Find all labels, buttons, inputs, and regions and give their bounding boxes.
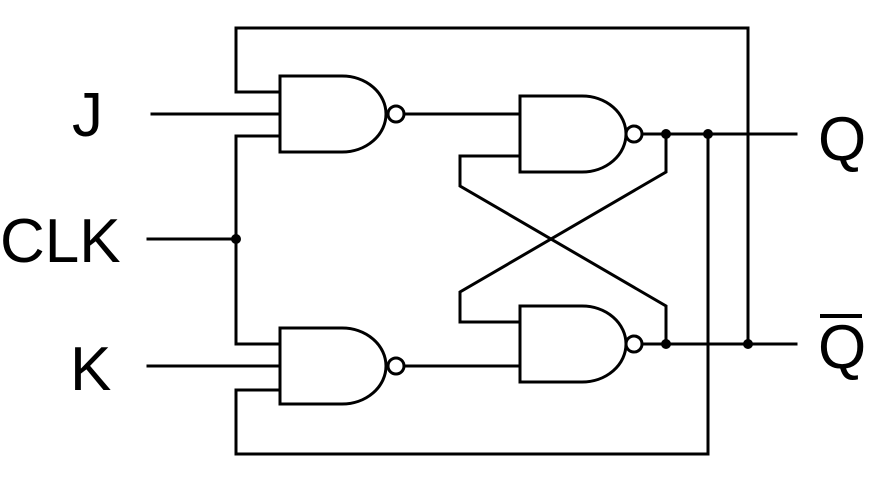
junction-q-feedback: [703, 129, 713, 139]
label-q-bar: Q: [818, 313, 866, 382]
nand-gate-latch-lower-bubble: [624, 334, 644, 354]
label-j: J: [72, 81, 103, 150]
junction-q-cross: [661, 129, 671, 139]
wire-cross-q-to-lower: [458, 132, 668, 324]
wire-clk-upper: [234, 134, 282, 241]
junction-qbar-feedback: [743, 339, 753, 349]
nand-gate-latch-upper-bubble: [624, 124, 644, 144]
wire-feedback-bottom: [234, 132, 710, 456]
nand-gate-j-bubble: [386, 104, 406, 124]
wire-cross-qbar-to-upper: [458, 154, 668, 346]
label-k: K: [70, 335, 111, 404]
nand-gate-latch-lower: [518, 304, 628, 384]
junction-qbar-cross: [661, 339, 671, 349]
nand-gate-k: [278, 326, 388, 406]
nand-gate-j: [278, 74, 388, 154]
nand-gate-latch-upper: [518, 94, 628, 174]
junction-clk: [231, 234, 241, 244]
nand-gate-k-bubble: [386, 356, 406, 376]
label-q: Q: [818, 105, 866, 174]
wire-clk-lower: [234, 237, 282, 346]
label-clk: CLK: [0, 207, 121, 276]
